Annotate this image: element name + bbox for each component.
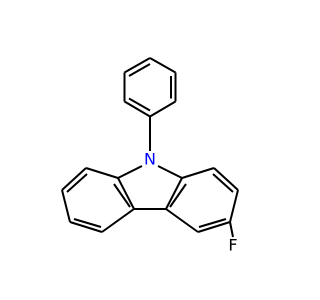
double-bond-inner [128,63,151,77]
double-bond-inner [113,183,131,208]
double-bond-inner [128,97,151,112]
bond [165,177,183,210]
bond [197,221,231,233]
bond [69,221,103,233]
bond [61,189,71,223]
bond [213,167,239,191]
double-bond-inner [198,218,227,228]
molecule-structure-diagram: N F [61,57,239,255]
fluorine-atom-label: F [228,236,237,255]
bond [124,57,151,74]
bond [229,189,239,223]
bond [123,100,151,118]
nitrogen-atom-label: N [144,150,156,169]
bond [101,208,135,233]
double-bond-inner [169,183,187,208]
bond [61,167,87,191]
double-bond-inner [66,173,88,193]
bond [229,221,234,238]
bond [165,208,199,233]
bonds [61,57,239,238]
atom-labels: N F [144,150,238,255]
bond [117,165,143,179]
bond [85,167,119,179]
double-bond-inner [212,173,234,193]
bond [149,57,176,74]
bond [157,165,183,179]
bond [149,100,177,118]
double-bond-inner [73,218,102,228]
bond [117,177,135,210]
bond [181,167,215,179]
